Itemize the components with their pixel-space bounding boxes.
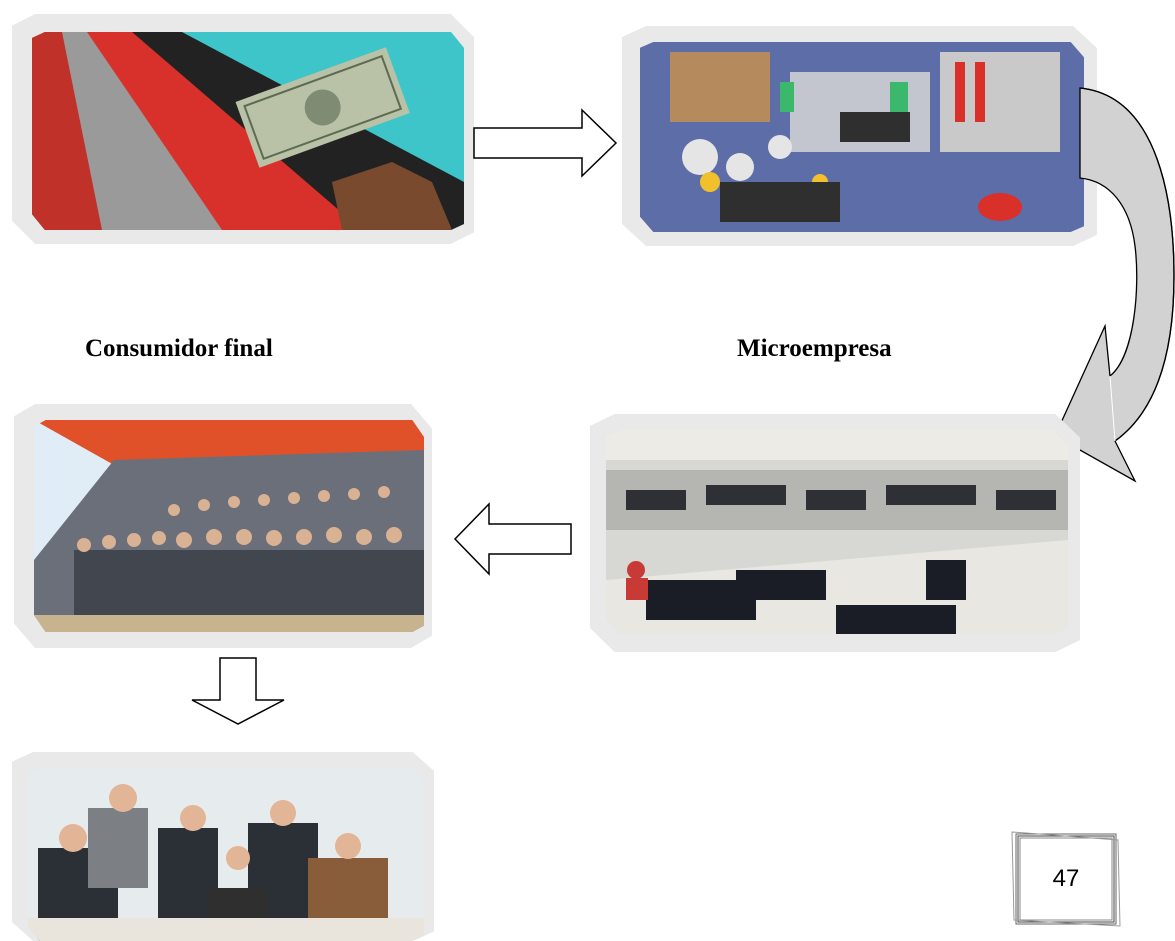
page-border-icon bbox=[1011, 831, 1121, 927]
group-frame bbox=[14, 404, 432, 648]
arrow-right-icon bbox=[473, 108, 618, 178]
page-number: 47 bbox=[1052, 865, 1080, 892]
arrow-down-icon bbox=[191, 657, 285, 725]
group-photo bbox=[34, 420, 424, 632]
meeting-photo bbox=[28, 768, 424, 941]
fabric-money-frame bbox=[12, 14, 474, 244]
materials-photo bbox=[640, 42, 1084, 232]
fabric-money-photo bbox=[32, 32, 464, 230]
materials-frame bbox=[622, 26, 1097, 246]
factory-frame bbox=[590, 414, 1080, 652]
page-number-box: 47 bbox=[1010, 830, 1122, 928]
curved-arrow-icon bbox=[1054, 87, 1175, 483]
factory-photo bbox=[606, 430, 1068, 634]
consumer-label: Consumidor final bbox=[85, 335, 273, 362]
meeting-frame bbox=[12, 752, 434, 941]
microenterprise-label: Microempresa bbox=[737, 335, 892, 362]
arrow-left-icon bbox=[453, 502, 572, 576]
